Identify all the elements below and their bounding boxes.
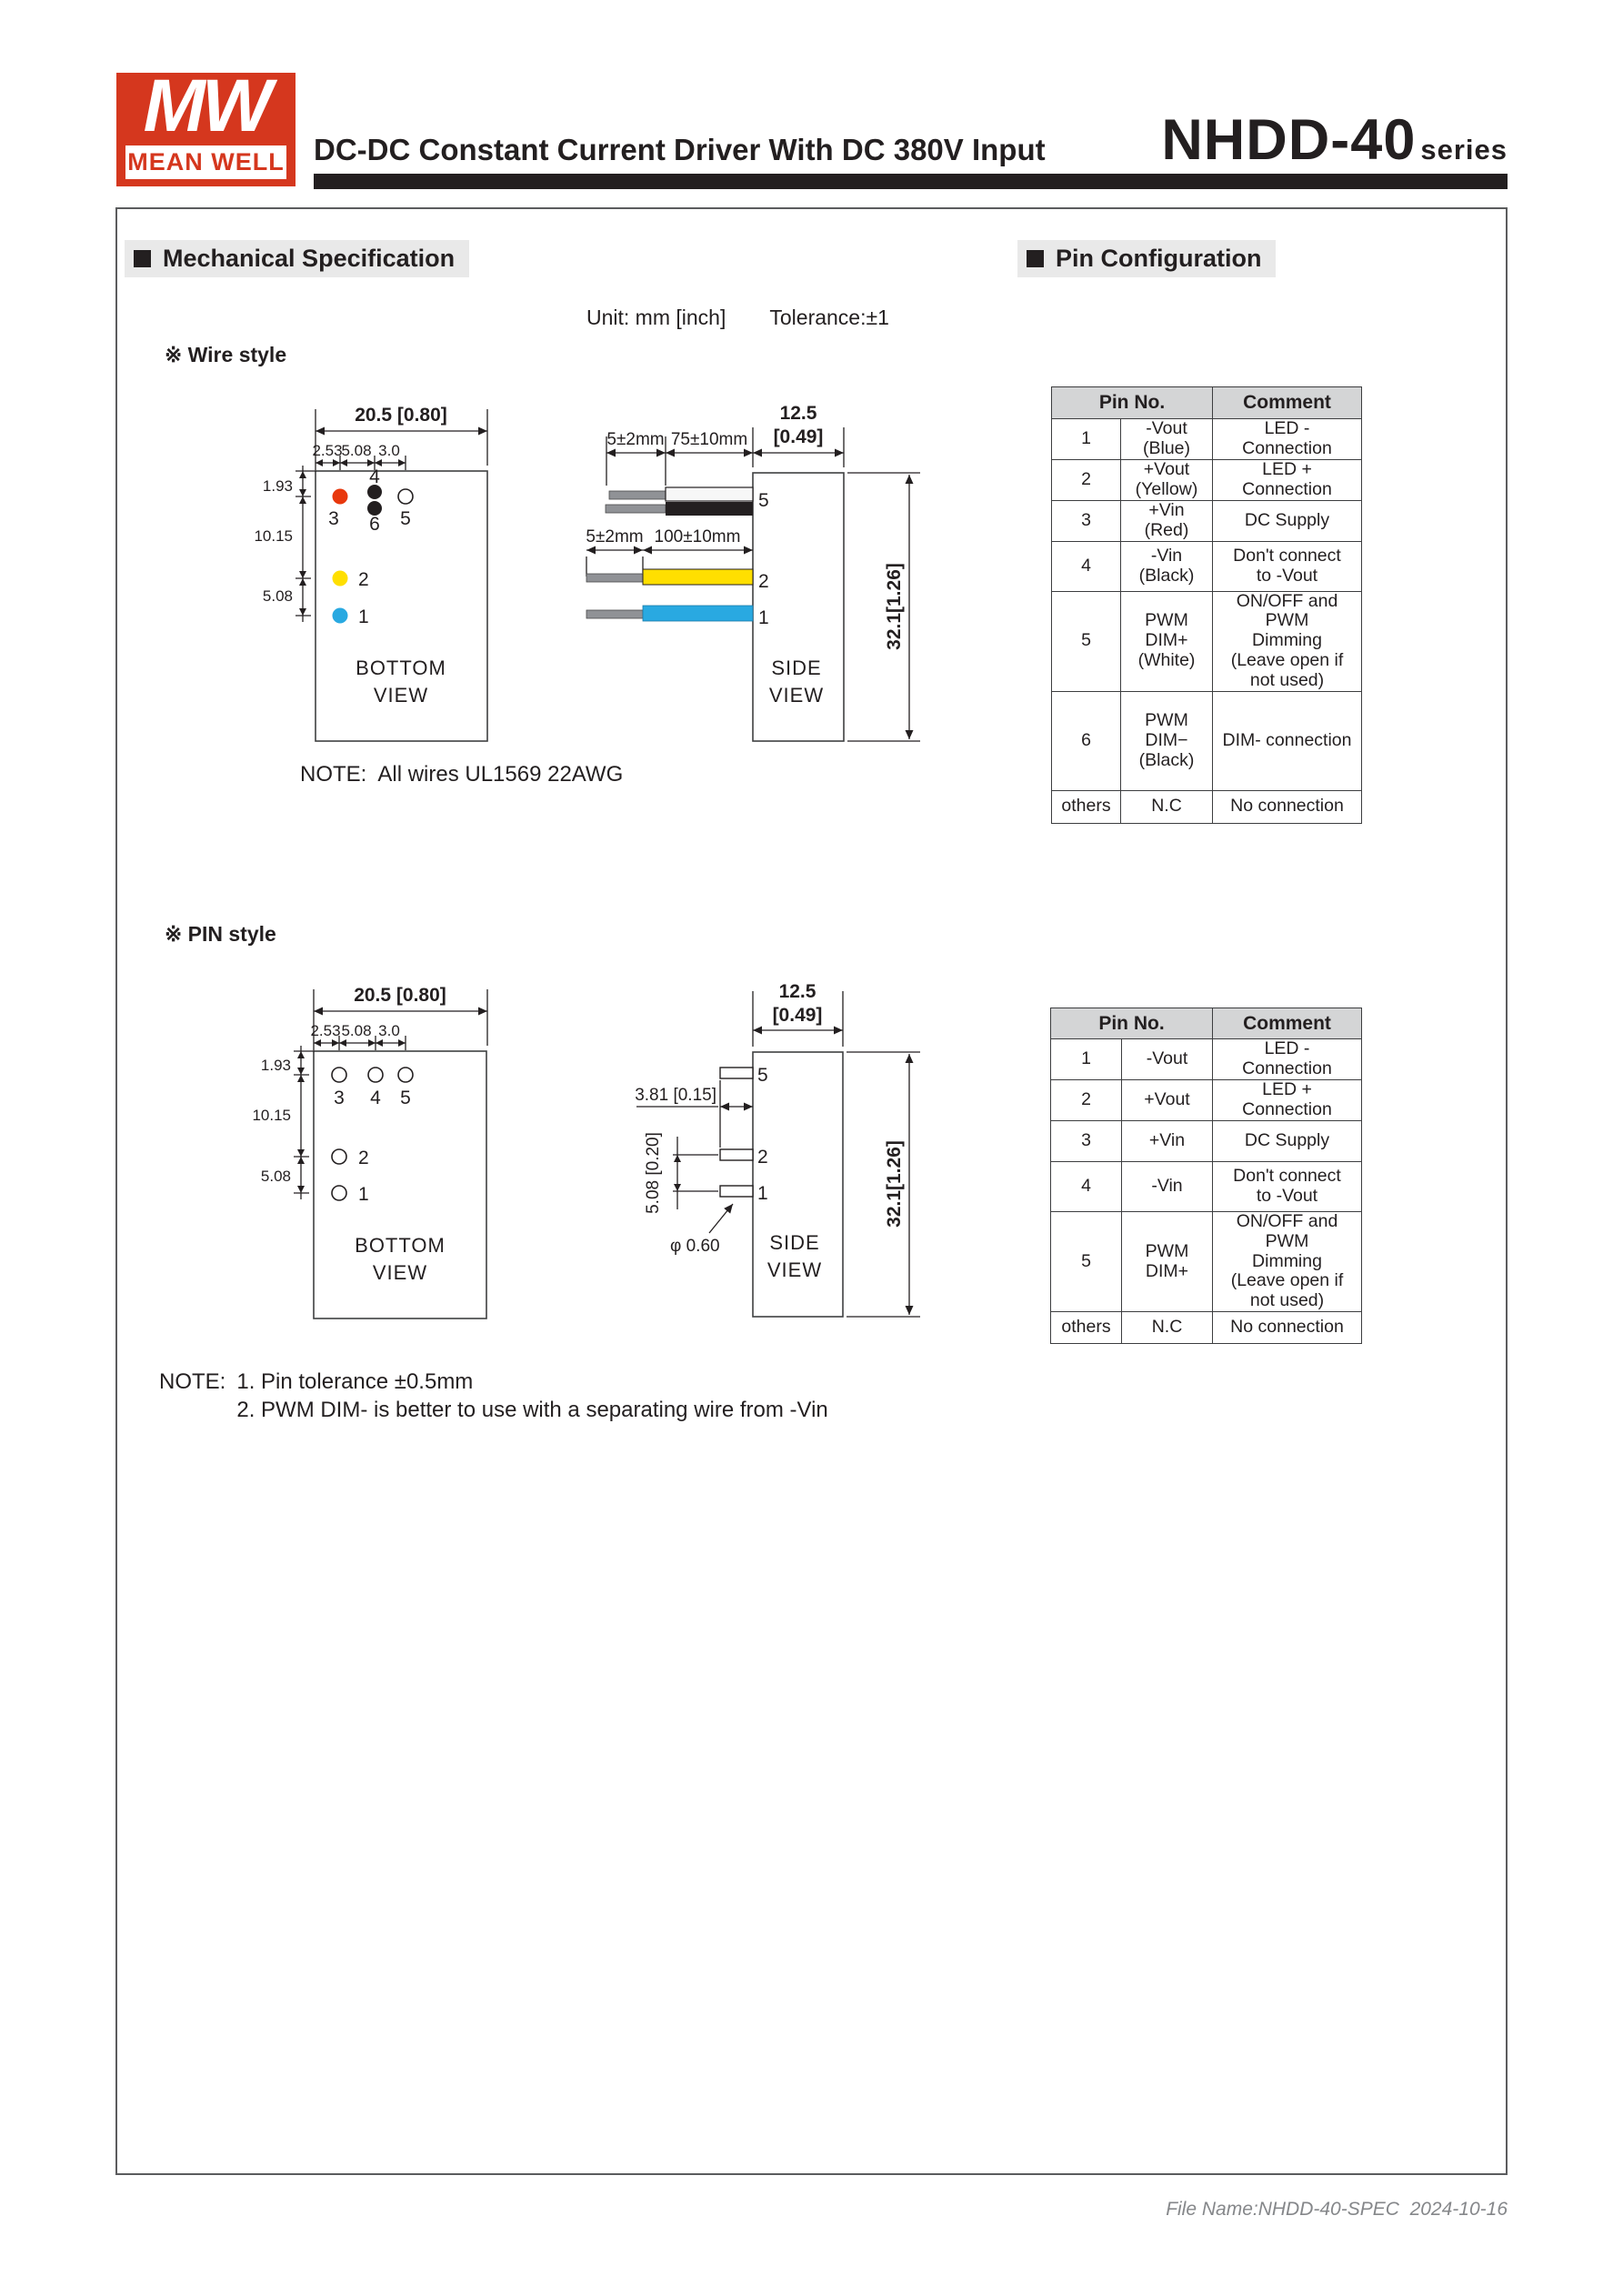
wire-awg-note: NOTE: All wires UL1569 22AWG <box>300 762 624 787</box>
pin-style-pin-table: Pin No. Comment 1 -Vout LED - Connection… <box>1050 1008 1362 1345</box>
section-pin-configuration: Pin Configuration <box>1017 240 1277 277</box>
section-title: Mechanical Specification <box>163 245 456 272</box>
table-row: 4 -Vin (Black) Don't connect to -Vout <box>1051 540 1362 592</box>
table-row: 1 -Vout (Blue) LED - Connection <box>1051 418 1362 460</box>
pin-style-label: ※ PIN style <box>165 922 276 946</box>
pin-comment: LED - Connection <box>1212 1038 1362 1080</box>
pin-number: 4 <box>1050 1161 1122 1212</box>
col-header-comment: Comment <box>1212 1008 1362 1039</box>
pin-name: +Vout <box>1121 1079 1213 1121</box>
pin-name: -Vin <box>1121 1161 1213 1212</box>
col-header-pin-no: Pin No. <box>1050 1008 1213 1039</box>
table-row: others N.C No connection <box>1051 789 1362 824</box>
pin-number: 3 <box>1051 500 1121 542</box>
table-row: others N.C No connection <box>1050 1311 1362 1345</box>
section-title: Pin Configuration <box>1056 245 1262 272</box>
logo-name-strip: MEAN WELL <box>125 145 286 179</box>
section-mechanical-specification: Mechanical Specification <box>125 240 470 277</box>
note-title: NOTE: <box>159 1369 226 1394</box>
table-row: 5 PWM DIM+ (White) ON/OFF and PWM Dimmin… <box>1051 590 1362 692</box>
pin-name: +Vout (Yellow) <box>1120 459 1213 501</box>
pin-number: others <box>1051 789 1121 824</box>
unit-tolerance-note: Unit: mm [inch] Tolerance:±1 <box>586 306 889 330</box>
pin-name: -Vout <box>1121 1038 1213 1080</box>
pin-comment: ON/OFF and PWM Dimming (Leave open if no… <box>1212 590 1362 692</box>
table-row: 3 +Vin (Red) DC Supply <box>1051 500 1362 542</box>
pin-name: PWM DIM+ <box>1121 1210 1213 1313</box>
document-title: DC-DC Constant Current Driver With DC 38… <box>314 133 1046 166</box>
pin-name: +Vin <box>1121 1120 1213 1162</box>
tolerance-note: Tolerance:±1 <box>769 306 889 329</box>
pin-comment: LED + Connection <box>1212 459 1362 501</box>
table-row: 3 +Vin DC Supply <box>1050 1120 1362 1162</box>
note-line: 1. Pin tolerance ±0.5mm <box>236 1369 474 1394</box>
pin-comment: ON/OFF and PWM Dimming (Leave open if no… <box>1212 1210 1362 1313</box>
section-bullet-icon <box>1027 250 1044 267</box>
pin-comment: DC Supply <box>1212 500 1362 542</box>
pin-comment: No connection <box>1212 1311 1362 1345</box>
pin-comment: LED + Connection <box>1212 1079 1362 1121</box>
pin-name: N.C <box>1121 1311 1213 1345</box>
header-rule-bar <box>314 174 1508 189</box>
pin-name: +Vin (Red) <box>1120 500 1213 542</box>
mean-well-logo: MW MEAN WELL <box>116 67 296 186</box>
table-row: 4 -Vin Don't connect to -Vout <box>1050 1161 1362 1212</box>
pin-comment: LED - Connection <box>1212 418 1362 460</box>
series-suffix: series <box>1420 134 1508 165</box>
series-title: NHDD-40 series <box>1161 107 1508 173</box>
pin-number: 1 <box>1050 1038 1122 1080</box>
wire-style-label: ※ Wire style <box>165 343 287 366</box>
pin-name: -Vin (Black) <box>1120 540 1213 592</box>
unit-note: Unit: mm [inch] <box>586 306 726 329</box>
logo-name-text: MEAN WELL <box>127 148 285 175</box>
table-row: 2 +Vout LED + Connection <box>1050 1079 1362 1121</box>
table-row: 6 PWM DIM− (Black) DIM- connection <box>1051 690 1362 791</box>
table-row: 1 -Vout LED - Connection <box>1050 1038 1362 1080</box>
logo-mw-monogram: MW <box>143 65 273 147</box>
pin-comment: Don't connect to -Vout <box>1212 1161 1362 1212</box>
pin-number: 6 <box>1051 690 1121 791</box>
pin-comment: DC Supply <box>1212 1120 1362 1162</box>
pin-name: N.C <box>1120 789 1213 824</box>
wire-style-pin-table: Pin No. Comment 1 -Vout (Blue) LED - Con… <box>1051 386 1362 824</box>
pin-number: 1 <box>1051 418 1121 460</box>
pin-number: 2 <box>1051 459 1121 501</box>
section-bullet-icon <box>134 250 151 267</box>
pin-number: others <box>1050 1311 1122 1345</box>
note-line: 2. PWM DIM- is better to use with a sepa… <box>236 1398 828 1422</box>
col-header-comment: Comment <box>1212 386 1362 419</box>
pin-comment: No connection <box>1212 789 1362 824</box>
table-row: 2 +Vout (Yellow) LED + Connection <box>1051 459 1362 501</box>
file-name-footer: File Name:NHDD-40-SPEC 2024-10-16 <box>1166 2199 1508 2220</box>
pin-comment: Don't connect to -Vout <box>1212 540 1362 592</box>
pin-comment: DIM- connection <box>1212 690 1362 791</box>
col-header-pin-no: Pin No. <box>1051 386 1213 419</box>
pin-name: PWM DIM− (Black) <box>1120 690 1213 791</box>
pin-number: 2 <box>1050 1079 1122 1121</box>
pin-number: 4 <box>1051 540 1121 592</box>
series-name: NHDD-40 <box>1161 108 1417 172</box>
pin-name: -Vout (Blue) <box>1120 418 1213 460</box>
pin-style-notes: NOTE: 1. Pin tolerance ±0.5mm 2. PWM DIM… <box>159 1369 828 1423</box>
table-row: 5 PWM DIM+ ON/OFF and PWM Dimming (Leave… <box>1050 1210 1362 1313</box>
pin-name: PWM DIM+ (White) <box>1120 590 1213 692</box>
pin-number: 3 <box>1050 1120 1122 1162</box>
pin-number: 5 <box>1051 590 1121 692</box>
content-frame <box>115 207 1508 2175</box>
pin-number: 5 <box>1050 1210 1122 1313</box>
